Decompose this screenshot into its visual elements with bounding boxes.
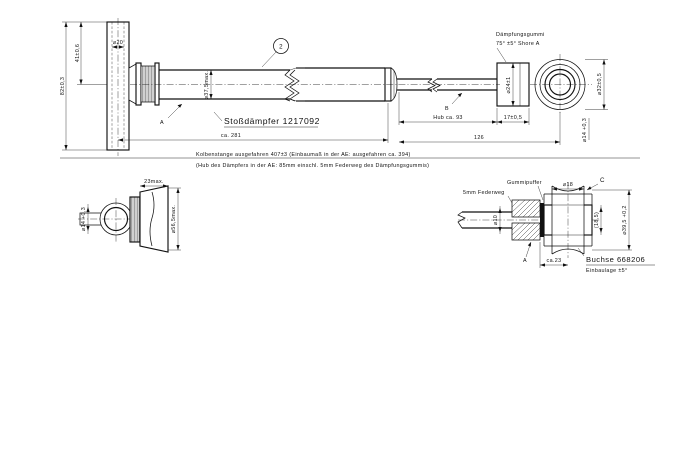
dim-value-bush-outer: ⌀39,5 +0,2 [622, 205, 628, 234]
damper-rubber-line1: Dämpfungsgummi [496, 32, 545, 38]
dim-value-overall: 126 [474, 135, 484, 141]
dim-rubber-dia: ⌀24±1 [506, 63, 515, 106]
boot-eye-detail-view: 23max. ⌀14 +0,3 ⌀56,5max. [78, 179, 181, 253]
dim-value-offset: ca.23 [547, 258, 562, 264]
notes-block: Kolbenstange ausgefahren 407±3 (Einbauma… [60, 152, 640, 169]
dim-rubber-length: 17±0,5 [497, 108, 530, 125]
detail-c-callouts: Gummipuffer 5mm Federweg C A [463, 177, 605, 264]
dim-ring-dia: ⌀32±0,5 [585, 59, 608, 110]
balloon-number: 2 [279, 44, 283, 51]
dim-value-body-length: ca. 281 [221, 133, 241, 139]
piston-rod [397, 78, 497, 93]
dim-value-ring-dia: ⌀32±0,5 [597, 73, 603, 95]
detail-a-eye [78, 198, 140, 242]
right-eye-ring [530, 54, 592, 115]
bushing-title-block: Buchse 668206 Einbaulage ±5° [577, 247, 655, 274]
detail-a-boot [129, 185, 169, 253]
bushing-note: Einbaulage ±5° [586, 268, 628, 274]
dim-overall: 126 [399, 112, 561, 145]
dim-value-rubber-length: 17±0,5 [504, 115, 523, 121]
dim-body-length: ca. 281 [118, 103, 389, 143]
label-section-c: C [600, 177, 605, 184]
dim-value-body-dia: ⌀37,5max. [204, 71, 210, 100]
left-spigot [128, 62, 160, 106]
dim-value-height-upper: 41±0,6 [75, 44, 81, 63]
main-assembly-view: A B 2 Dämpfungsgummi 75° ±5° Shore A Sto… [60, 18, 608, 156]
detail-a-dims: 23max. ⌀14 +0,3 ⌀56,5max. [81, 179, 181, 251]
label-section-b: B [445, 106, 449, 112]
damping-rubber-callout: Dämpfungsgummi 75° ±5° Shore A [496, 32, 545, 63]
note-line-1: Kolbenstange ausgefahren 407±3 (Einbauma… [196, 152, 411, 158]
balloon-callout-2: 2 [261, 38, 289, 68]
damper-rubber-line2: 75° ±5° Shore A [496, 41, 540, 47]
label-rubber-buffer: Gummipuffer [507, 180, 542, 186]
dim-value-bush-inner: ⌀18 [563, 182, 573, 188]
dim-value-pin-dia: ⌀10 [493, 215, 499, 225]
label-section-a: A [160, 120, 164, 126]
dim-value-eye-bore-top: ⌀20 [113, 40, 123, 46]
dim-height-upper: 41±0,6 [75, 22, 107, 85]
main-title-block: Stoßdämpfer 1217092 [213, 111, 320, 128]
dim-value-eye-bore: ⌀14 +0,3 [81, 207, 87, 231]
label-spring-travel: 5mm Federweg [463, 190, 505, 196]
dim-value-bracket-ref: (18,5) [594, 212, 600, 228]
detail-c-pin [457, 211, 600, 229]
dim-value-boot-dia: ⌀56,5max. [171, 205, 177, 234]
bushing-detail-view: Gummipuffer 5mm Federweg C A ⌀18 ⌀10 (18… [457, 177, 655, 274]
dim-body-dia: ⌀37,5max. [204, 70, 213, 99]
dim-value-height-total: 82±0,3 [60, 77, 66, 96]
section-leaders: A B [160, 92, 463, 126]
dim-height-total: 82±0,3 [60, 21, 107, 151]
mounting-plate [106, 18, 130, 156]
dim-value-stroke: Hub ca. 93 [433, 115, 463, 121]
detail-c-dims: ⌀18 ⌀10 (18,5) ⌀39,5 +0,2 ca.23 [493, 182, 632, 268]
dim-stroke: Hub ca. 93 [398, 92, 498, 125]
detail-c-bush [543, 182, 593, 258]
dim-value-boot-len: 23max. [144, 179, 164, 185]
dim-value-rubber-dia: ⌀24±1 [506, 77, 512, 94]
detail-c-rubber-buffer [511, 199, 544, 241]
label-section-a-detail: A [523, 258, 527, 264]
note-line-2: (Hub des Dämpfers in der AE: 85mm einsch… [196, 163, 429, 169]
bushing-title: Buchse 668206 [586, 255, 645, 264]
dim-value-rod-eye-bore: ⌀14 +0,3 [582, 118, 588, 142]
dim-rod-eye-bore: ⌀14 +0,3 [582, 118, 590, 142]
page-title: Stoßdämpfer 1217092 [224, 116, 320, 126]
dim-eye-bore-top: ⌀20 [112, 40, 124, 49]
